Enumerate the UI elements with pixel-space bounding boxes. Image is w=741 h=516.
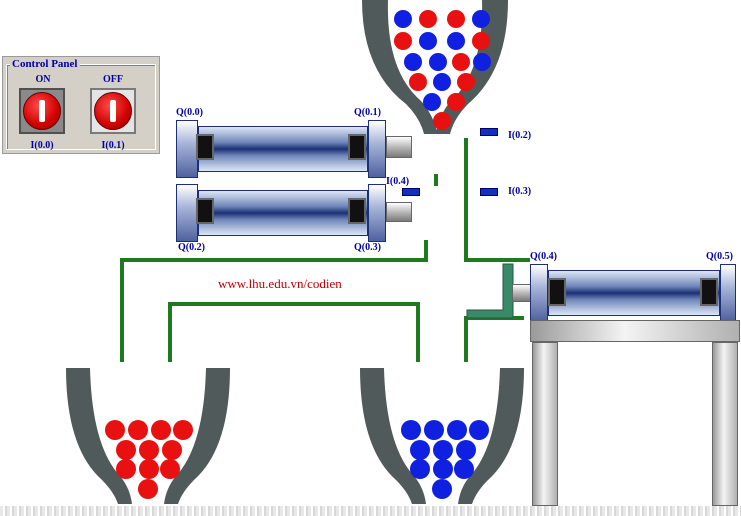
pipe-left-outer xyxy=(120,258,124,362)
control-panel-frame xyxy=(6,64,156,150)
pipe-main-vertical xyxy=(464,138,468,262)
power-knob-icon xyxy=(94,92,132,130)
sensor-i02-icon xyxy=(480,128,498,136)
red-hopper-balls xyxy=(105,420,193,499)
cylinder-bottom xyxy=(176,184,416,242)
q05-label: Q(0.5) xyxy=(706,251,733,262)
stand-leg-right xyxy=(712,342,738,506)
pipe-upper-stub xyxy=(424,240,428,262)
on-label: ON xyxy=(35,74,51,85)
cylinder-top xyxy=(176,120,416,178)
pipe-main-to-pusher xyxy=(464,258,530,262)
q01-label: Q(0.1) xyxy=(354,107,381,118)
blue-hopper xyxy=(360,368,524,504)
pipe-sensor-stub xyxy=(434,174,438,186)
top-hopper xyxy=(362,0,508,134)
off-label: OFF xyxy=(103,74,123,85)
red-hopper xyxy=(66,368,230,504)
pipe-upper-horizontal xyxy=(120,258,428,262)
pipe-lower-horizontal xyxy=(168,302,420,306)
q04-label: Q(0.4) xyxy=(530,251,557,262)
sensor-i03-icon xyxy=(480,188,498,196)
on-button[interactable] xyxy=(19,88,65,134)
q02-label: Q(0.2) xyxy=(178,242,205,253)
off-input-label: I(0.1) xyxy=(101,140,125,151)
blue-hopper-balls xyxy=(401,420,489,499)
power-knob-icon xyxy=(23,92,61,130)
top-hopper-balls xyxy=(394,10,491,130)
bottom-strip xyxy=(0,506,741,516)
stand-leg-left xyxy=(532,342,558,506)
off-button[interactable] xyxy=(90,88,136,134)
stand-top-bar xyxy=(530,320,740,342)
pipe-left-inner xyxy=(168,302,172,362)
i04-label: I(0.4) xyxy=(386,176,410,187)
sensor-i04-icon xyxy=(402,188,420,196)
control-panel-title: Control Panel xyxy=(10,58,80,70)
on-input-label: I(0.0) xyxy=(30,140,54,151)
q03-label: Q(0.3) xyxy=(354,242,381,253)
pusher-bracket xyxy=(466,263,514,319)
pipe-right-outer xyxy=(464,318,468,362)
cylinder-pusher xyxy=(512,264,738,322)
q00-label: Q(0.0) xyxy=(176,107,203,118)
i02-label: I(0.2) xyxy=(508,130,532,141)
website-url[interactable]: www.lhu.edu.vn/codien xyxy=(218,276,342,291)
pipe-right-inner xyxy=(416,302,420,362)
i03-label: I(0.3) xyxy=(508,186,532,197)
